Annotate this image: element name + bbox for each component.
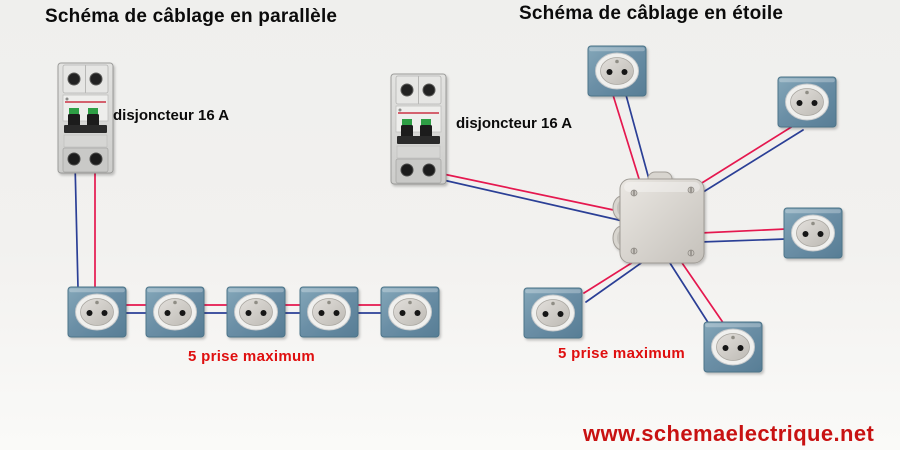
outlet-parallel-2 bbox=[145, 286, 205, 338]
outlet-parallel-4 bbox=[299, 286, 359, 338]
breaker-label-star: disjoncteur 16 A bbox=[456, 115, 573, 132]
left-wire-neutral bbox=[74, 161, 79, 289]
circuit-breaker-parallel bbox=[57, 62, 114, 174]
outlet-star-top bbox=[587, 45, 647, 97]
max-outlets-note-parallel: 5 prise maximum bbox=[188, 348, 316, 365]
right-wire-neutral bbox=[585, 260, 645, 303]
outlet-parallel-5 bbox=[380, 286, 440, 338]
right-wire-live bbox=[679, 259, 725, 325]
outlet-star-bottom-right bbox=[703, 321, 763, 373]
right-wire-live bbox=[428, 170, 624, 213]
max-outlets-note-star: 5 prise maximum bbox=[558, 345, 686, 362]
circuit-breaker-star bbox=[390, 73, 447, 185]
outlet-parallel-1 bbox=[67, 286, 127, 338]
diagram-title-star: Schéma de câblage en étoile bbox=[519, 3, 784, 24]
outlet-parallel-3 bbox=[226, 286, 286, 338]
diagram-title-parallel: Schéma de câblage en parallèle bbox=[45, 6, 338, 27]
breaker-label-parallel: disjoncteur 16 A bbox=[113, 107, 230, 124]
outlet-star-bottom-left bbox=[523, 287, 583, 339]
junction-box bbox=[612, 171, 705, 264]
right-wire-live bbox=[612, 94, 641, 183]
right-wire-live bbox=[699, 228, 787, 234]
right-wire-neutral bbox=[699, 129, 804, 195]
outlet-star-top-right bbox=[777, 76, 837, 128]
website-watermark: www.schemaelectrique.net bbox=[583, 421, 875, 446]
right-wire-live bbox=[696, 125, 794, 187]
right-wire-neutral bbox=[699, 238, 787, 243]
right-wire-neutral bbox=[625, 94, 651, 184]
outlet-star-mid-right bbox=[783, 207, 843, 259]
right-wire-neutral bbox=[667, 259, 710, 325]
right-wire-live bbox=[583, 258, 639, 294]
